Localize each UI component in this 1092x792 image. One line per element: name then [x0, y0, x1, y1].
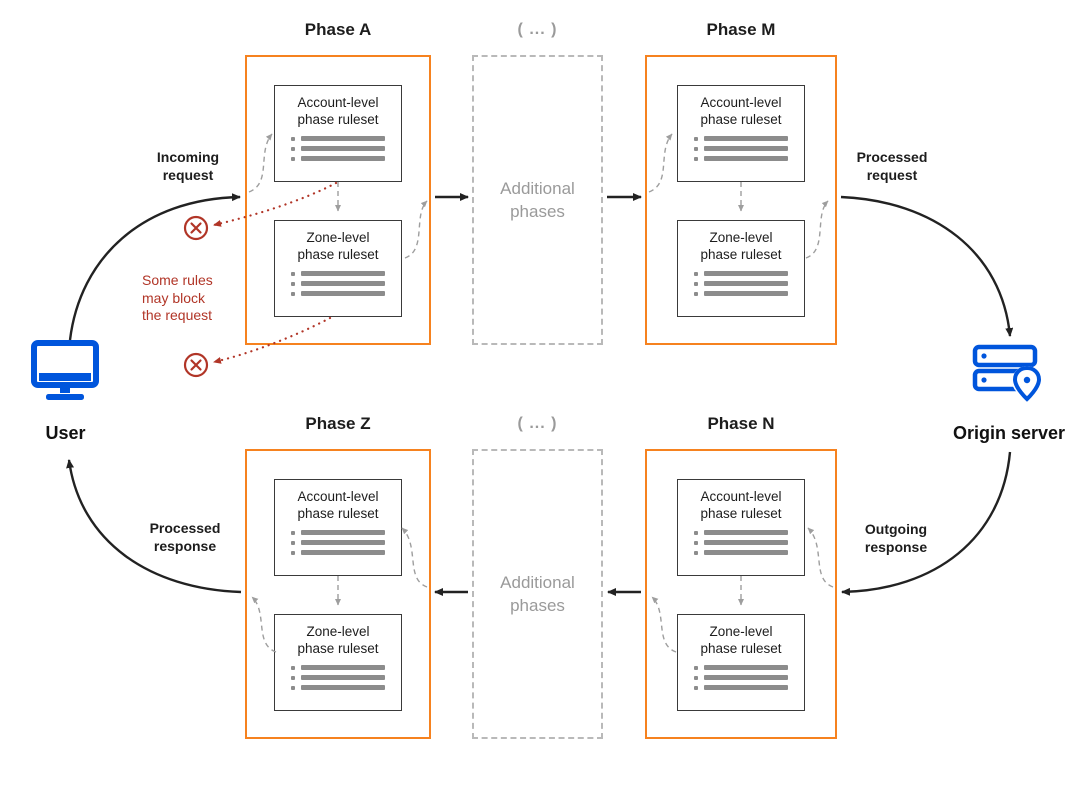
- ruleset-lines-icon: [291, 271, 385, 296]
- phase-z-zone-ruleset-box: Zone-level phase ruleset: [274, 614, 402, 711]
- additional-phases-label: Additional phases: [500, 573, 575, 615]
- phase-a-zone-ruleset-box: Zone-level phase ruleset: [274, 220, 402, 317]
- ruleset-lines-icon: [291, 665, 385, 690]
- block-note: Some rules may block the request: [142, 272, 213, 323]
- phase-z-box: Account-level phase ruleset Zone-level p…: [245, 449, 431, 739]
- ruleset-lines-icon: [694, 530, 788, 555]
- ruleset-lines-icon: [694, 271, 788, 296]
- ruleset-title: Zone-level phase ruleset: [700, 624, 782, 656]
- processed-request-label: Processed request: [856, 149, 928, 183]
- phase-m-box: Account-level phase ruleset Zone-level p…: [645, 55, 837, 345]
- incoming-request-label: Incoming request: [156, 149, 220, 183]
- processed-response-label: Processed response: [149, 520, 221, 554]
- phase-n-title: Phase N: [707, 414, 775, 433]
- phase-m-zone-ruleset-box: Zone-level phase ruleset: [677, 220, 805, 317]
- phase-n-box: Account-level phase ruleset Zone-level p…: [645, 449, 837, 739]
- ruleset-lines-icon: [291, 530, 385, 555]
- block-icon-bottom: [183, 352, 209, 378]
- phase-a-account-ruleset-box: Account-level phase ruleset: [274, 85, 402, 182]
- phase-z-account-ruleset-box: Account-level phase ruleset: [274, 479, 402, 576]
- additional-phases-bottom-box: Additional phases: [472, 449, 603, 739]
- phase-a-title: Phase A: [304, 20, 372, 39]
- ruleset-lines-icon: [291, 136, 385, 161]
- ruleset-lines-icon: [694, 136, 788, 161]
- ruleset-title: Account-level phase ruleset: [700, 95, 782, 127]
- ruleset-lines-icon: [694, 665, 788, 690]
- outgoing-response-label: Outgoing response: [864, 521, 928, 555]
- additional-phases-top-title: ( ... ): [517, 21, 558, 38]
- phase-m-account-ruleset-box: Account-level phase ruleset: [677, 85, 805, 182]
- additional-phases-label: Additional phases: [500, 179, 575, 221]
- ruleset-title: Account-level phase ruleset: [700, 489, 782, 521]
- phase-n-account-ruleset-box: Account-level phase ruleset: [677, 479, 805, 576]
- ruleset-title: Account-level phase ruleset: [297, 95, 379, 127]
- phase-z-title: Phase Z: [305, 414, 371, 433]
- origin-server-label: Origin server: [952, 423, 1066, 443]
- processed-request-arrow: [840, 195, 1014, 337]
- user-label: User: [45, 423, 86, 443]
- ruleset-title: Zone-level phase ruleset: [297, 624, 379, 656]
- ruleset-title: Account-level phase ruleset: [297, 489, 379, 521]
- ruleset-title: Zone-level phase ruleset: [700, 230, 782, 262]
- monitor-icon: [30, 340, 100, 407]
- phase-m-title: Phase M: [706, 20, 776, 39]
- phase-n-zone-ruleset-box: Zone-level phase ruleset: [677, 614, 805, 711]
- server-icon: [972, 344, 1048, 411]
- block-icon-top: [183, 215, 209, 241]
- phase-a-box: Account-level phase ruleset Zone-level p…: [245, 55, 431, 345]
- ruleset-title: Zone-level phase ruleset: [297, 230, 379, 262]
- additional-phases-bottom-title: ( ... ): [517, 415, 558, 432]
- additional-phases-top-box: Additional phases: [472, 55, 603, 345]
